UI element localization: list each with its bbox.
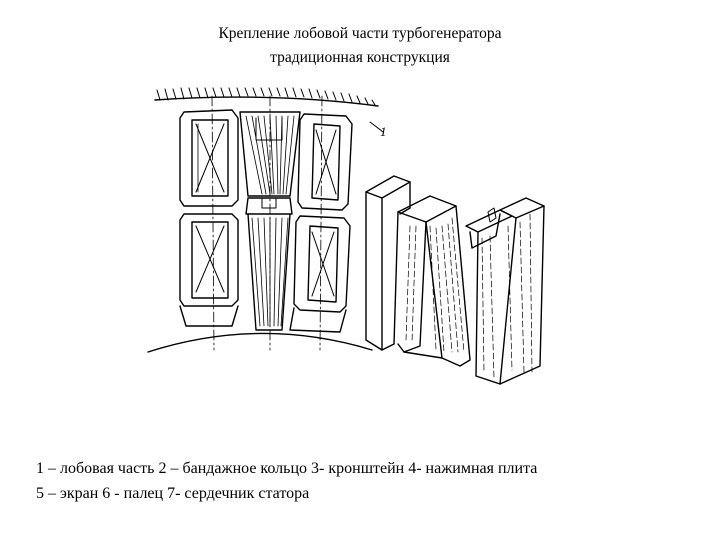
- callout-leader: [370, 122, 383, 132]
- bracket-assembly: [366, 176, 544, 384]
- legend-line-2: 5 – экран 6 - палец 7- сердечник статора: [36, 485, 310, 502]
- legend-line-1: 1 – лобовая часть 2 – бандажное кольцо 3…: [36, 460, 538, 477]
- turbogenerator-end-winding-drawing: 1: [140, 78, 560, 398]
- center-lines: [212, 96, 322, 350]
- title-line-1: Крепление лобовой части турбогенератора: [218, 25, 502, 42]
- right-coil-column: [290, 114, 352, 332]
- center-bundle: [240, 112, 300, 330]
- left-coil-column: [180, 110, 238, 326]
- diagram-title: Крепление лобовой части турбогенератора …: [0, 22, 720, 70]
- legend: 1 – лобовая часть 2 – бандажное кольцо 3…: [36, 456, 537, 506]
- banding-ring-hatch: [155, 88, 378, 106]
- title-line-2: традиционная конструкция: [270, 49, 450, 66]
- stator-core-arc: [148, 333, 372, 352]
- callout-label: 1: [380, 124, 387, 139]
